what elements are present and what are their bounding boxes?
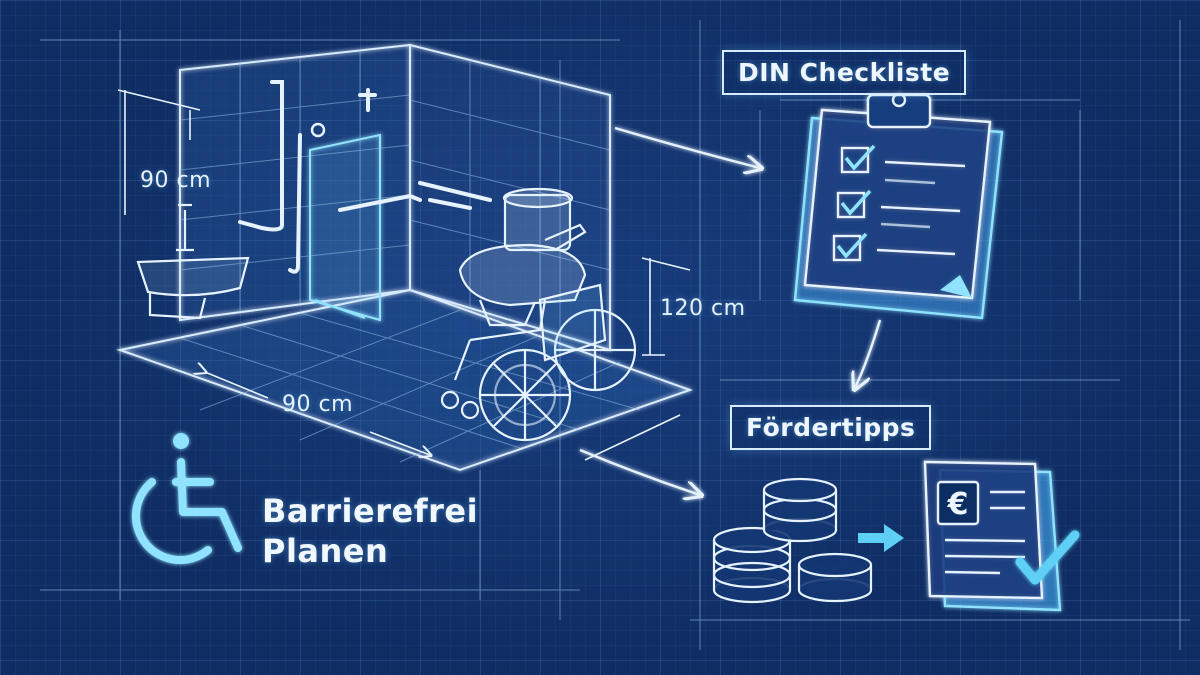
dimension-wall-height: 90 cm — [140, 168, 212, 193]
checklist-label-box: DIN Checkliste — [722, 50, 967, 95]
wheelchair-icon — [440, 283, 637, 442]
sink-icon — [136, 203, 250, 320]
title-line-2: Planen — [262, 532, 389, 570]
clipboard-checklist-icon — [793, 92, 1004, 320]
dimension-side-clearance: 120 cm — [660, 296, 746, 321]
coin-stack-icon — [712, 477, 873, 604]
euro-document-icon — [923, 460, 1062, 612]
funding-label-box: Fördertipps — [730, 405, 932, 450]
wheelchair-accessibility-icon — [131, 433, 242, 565]
checkmark-icon — [1015, 530, 1080, 585]
title-line-1: Barrierefrei — [262, 492, 479, 530]
dimension-floor-width: 90 cm — [282, 392, 354, 417]
euro-symbol: € — [947, 487, 969, 522]
dimension-lines — [117, 89, 691, 461]
grab-bars — [238, 80, 492, 274]
checkbox-list — [832, 144, 966, 262]
transfer-arrow — [858, 524, 904, 552]
flow-arrows — [579, 126, 882, 495]
toilet-icon — [458, 187, 587, 327]
bathroom-room — [116, 43, 694, 472]
